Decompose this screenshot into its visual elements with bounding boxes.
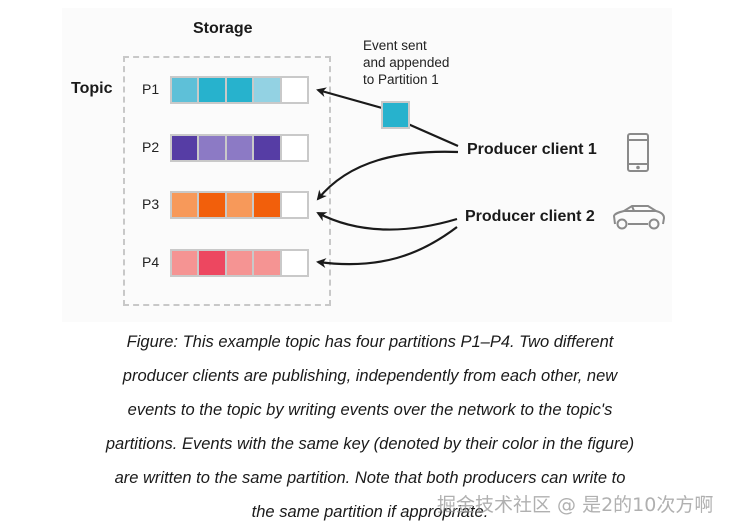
phone-icon bbox=[627, 133, 649, 172]
watermark: 掘金技术社区 @ 是2的10次方啊 bbox=[437, 494, 714, 516]
caption-line: are written to the same partition. Note … bbox=[114, 469, 626, 487]
empty-slot bbox=[281, 251, 308, 275]
event-cell bbox=[199, 136, 225, 160]
empty-slot bbox=[281, 78, 308, 102]
partition-label-p2: P2 bbox=[142, 139, 160, 155]
producer-client-1-label: Producer client 1 bbox=[467, 141, 597, 158]
event-cell bbox=[199, 78, 225, 102]
producer-client-2-label: Producer client 2 bbox=[465, 208, 595, 225]
caption-line: Figure: This example topic has four part… bbox=[126, 333, 614, 351]
arrows-layer bbox=[316, 87, 666, 268]
caption-line: the same partition if appropriate. bbox=[251, 503, 489, 521]
event-cell bbox=[254, 136, 280, 160]
figure-caption: Figure: This example topic has four part… bbox=[40, 325, 700, 529]
arrow-producer2-to-p3 bbox=[316, 212, 458, 231]
arrow-producer2-to-p4 bbox=[316, 226, 458, 268]
partition-label-p4: P4 bbox=[142, 254, 160, 270]
event-cell bbox=[226, 136, 253, 160]
event-cell bbox=[226, 78, 253, 102]
event-annotation-line: Event sent bbox=[363, 38, 427, 53]
arrow-producer1-to-p1-head bbox=[316, 87, 383, 110]
event-cell bbox=[254, 251, 280, 275]
caption-line: producer clients are publishing, indepen… bbox=[122, 367, 618, 385]
topic-label: Topic bbox=[71, 80, 113, 97]
arrow-producer1-to-p3 bbox=[316, 150, 459, 201]
event-cell bbox=[172, 251, 198, 275]
partition-label-p1: P1 bbox=[142, 81, 160, 97]
partition-bar-p2 bbox=[170, 134, 309, 162]
partition-bar-p1 bbox=[170, 76, 309, 104]
empty-slot bbox=[281, 136, 308, 160]
event-cell bbox=[199, 251, 225, 275]
storage-title: Storage bbox=[193, 20, 253, 37]
event-annotation: Event sent and appended to Partition 1 bbox=[363, 37, 449, 88]
partition-bar-p3 bbox=[170, 191, 309, 219]
partition-bar-p4 bbox=[170, 249, 309, 277]
caption-line: events to the topic by writing events ov… bbox=[127, 401, 613, 419]
car-icon bbox=[612, 205, 666, 230]
event-cell bbox=[226, 251, 253, 275]
event-annotation-line: to Partition 1 bbox=[363, 72, 439, 87]
event-annotation-line: and appended bbox=[363, 55, 450, 70]
partition-label-p3: P3 bbox=[142, 196, 160, 212]
empty-slot bbox=[281, 193, 308, 217]
event-cell bbox=[172, 78, 198, 102]
event-cell bbox=[172, 136, 198, 160]
caption-line: partitions. Events with the same key (de… bbox=[105, 435, 635, 453]
arrow-producer1-to-p1 bbox=[407, 122, 459, 148]
storage-box bbox=[123, 56, 331, 306]
event-cell bbox=[199, 193, 225, 217]
event-square bbox=[381, 101, 410, 129]
event-cell bbox=[254, 193, 280, 217]
event-cell bbox=[172, 193, 198, 217]
event-cell bbox=[226, 193, 253, 217]
event-cell bbox=[254, 78, 280, 102]
